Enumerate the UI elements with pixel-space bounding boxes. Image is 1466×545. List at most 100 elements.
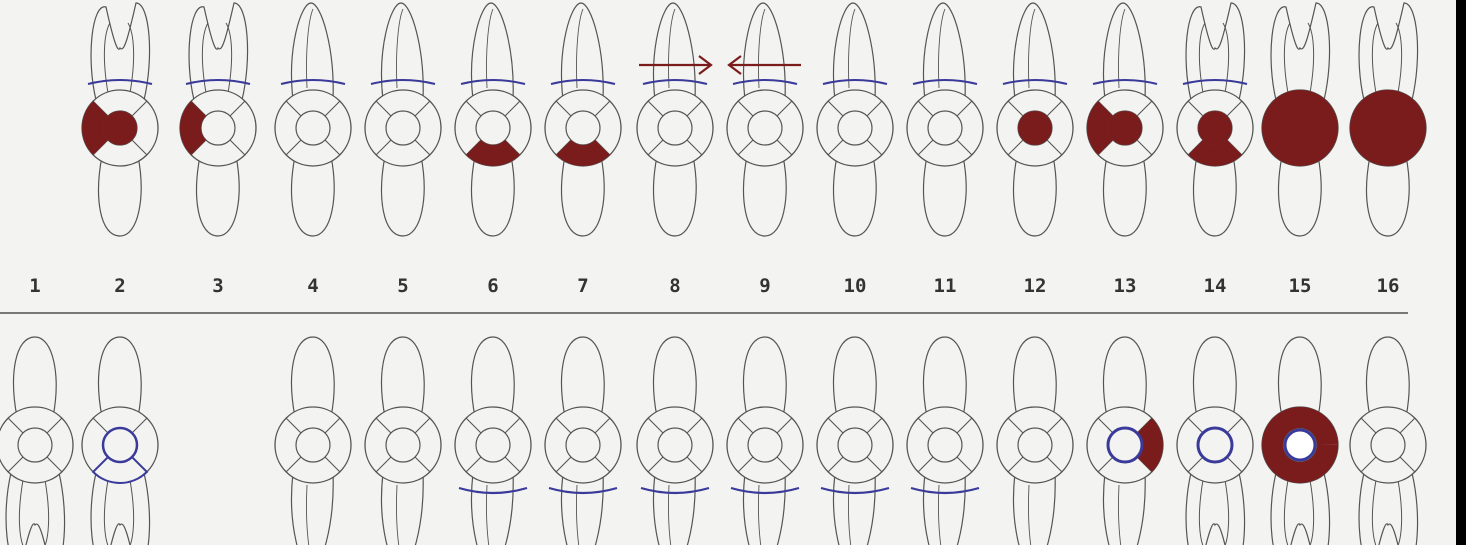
root-outline: [6, 473, 65, 545]
full-crown-fill: [1262, 90, 1338, 166]
crown-outline: [292, 337, 335, 417]
crown-outline: [1014, 156, 1057, 236]
crown-outline: [562, 337, 605, 417]
margin-mark: [911, 488, 979, 493]
margin-mark: [731, 488, 799, 493]
lower-tooth-15: [1262, 337, 1338, 545]
upper-tooth-10: [817, 3, 893, 236]
tooth-number-8: 8: [655, 275, 695, 297]
root-canal-line: [104, 23, 110, 93]
cervical-margin-mark: [1003, 80, 1067, 84]
root-outline: [834, 3, 876, 100]
tooth-number-12: 12: [1015, 275, 1055, 297]
root-canal-line: [758, 9, 765, 88]
root-canal-line: [1199, 480, 1205, 545]
tooth-number-5: 5: [383, 275, 423, 297]
lower-tooth-9: [727, 337, 803, 545]
cervical-margin-mark: [461, 80, 525, 84]
root-outline: [654, 473, 696, 545]
root-outline: [1359, 473, 1418, 545]
root-canal-line: [202, 23, 208, 93]
crown-outline: [834, 337, 877, 417]
upper-tooth-14: [1177, 3, 1253, 236]
crown-outline: [1104, 337, 1147, 417]
lower-tooth-10: [817, 337, 893, 545]
crown-outline: [924, 156, 967, 236]
crown-outline: [292, 156, 335, 236]
root-outline: [1104, 473, 1146, 545]
root-outline: [834, 473, 876, 545]
tooth-number-7: 7: [563, 275, 603, 297]
crown-outline: [834, 156, 877, 236]
root-outline: [1014, 3, 1056, 100]
crown-outline: [382, 337, 425, 417]
cervical-margin-mark: [733, 80, 797, 84]
lower-tooth-7: [545, 337, 621, 545]
root-outline: [562, 473, 604, 545]
root-outline: [189, 3, 248, 100]
crown-outline: [472, 156, 515, 236]
crown-outline: [924, 337, 967, 417]
upper-tooth-4: [275, 3, 351, 236]
crown-outline: [1104, 156, 1147, 236]
tooth-number-14: 14: [1195, 275, 1235, 297]
crown-outline: [1367, 337, 1410, 417]
root-canal-line: [848, 9, 855, 88]
root-outline: [924, 3, 966, 100]
upper-tooth-7: [545, 3, 621, 236]
upper-tooth-16: [1350, 3, 1426, 236]
lower-tooth-12: [997, 337, 1073, 545]
tooth-number-13: 13: [1105, 275, 1145, 297]
margin-mark: [459, 488, 527, 493]
cervical-margin-mark: [913, 80, 977, 84]
crown-outline: [654, 337, 697, 417]
root-outline: [292, 3, 334, 100]
root-canal-line: [486, 9, 493, 88]
cervical-margin-mark: [371, 80, 435, 84]
root-outline: [744, 3, 786, 100]
root-outline: [472, 473, 514, 545]
upper-tooth-3: [180, 3, 256, 236]
root-outline: [654, 3, 696, 100]
crown-outline: [1367, 156, 1410, 236]
root-canal-line: [1308, 480, 1314, 545]
lower-tooth-5: [365, 337, 441, 545]
root-outline: [1104, 3, 1146, 100]
upper-tooth-6: [455, 3, 531, 236]
crown-outline: [744, 156, 787, 236]
cervical-margin-mark: [643, 80, 707, 84]
root-canal-line: [1028, 9, 1035, 88]
occlusal-surface-fill: [1198, 111, 1232, 145]
occlusal-outline-mark: [1285, 430, 1315, 460]
crown-outline: [99, 337, 142, 417]
crown-outline: [472, 337, 515, 417]
root-outline: [924, 473, 966, 545]
root-outline: [1186, 3, 1245, 100]
lower-tooth-4: [275, 337, 351, 545]
tooth-number-15: 15: [1280, 275, 1320, 297]
crown-outline: [197, 156, 240, 236]
cervical-margin-mark: [186, 80, 250, 84]
root-canal-line: [396, 485, 403, 545]
root-canal-line: [128, 480, 134, 545]
root-outline: [292, 473, 334, 545]
root-outline: [1271, 473, 1330, 545]
root-canal-line: [396, 9, 403, 88]
upper-tooth-8: [637, 3, 713, 236]
lower-tooth-6: [455, 337, 531, 545]
root-outline: [382, 473, 424, 545]
root-canal-line: [43, 480, 49, 545]
root-canal-line: [1372, 23, 1378, 93]
root-canal-line: [104, 480, 110, 545]
root-canal-line: [1118, 9, 1125, 88]
root-outline: [472, 3, 514, 100]
upper-tooth-5: [365, 3, 441, 236]
upper-tooth-2: [82, 3, 158, 236]
root-canal-line: [306, 485, 313, 545]
root-canal-line: [668, 9, 675, 88]
lower-tooth-13: [1087, 337, 1163, 545]
margin-mark: [549, 488, 617, 493]
root-canal-line: [1372, 480, 1378, 545]
root-outline: [744, 473, 786, 545]
